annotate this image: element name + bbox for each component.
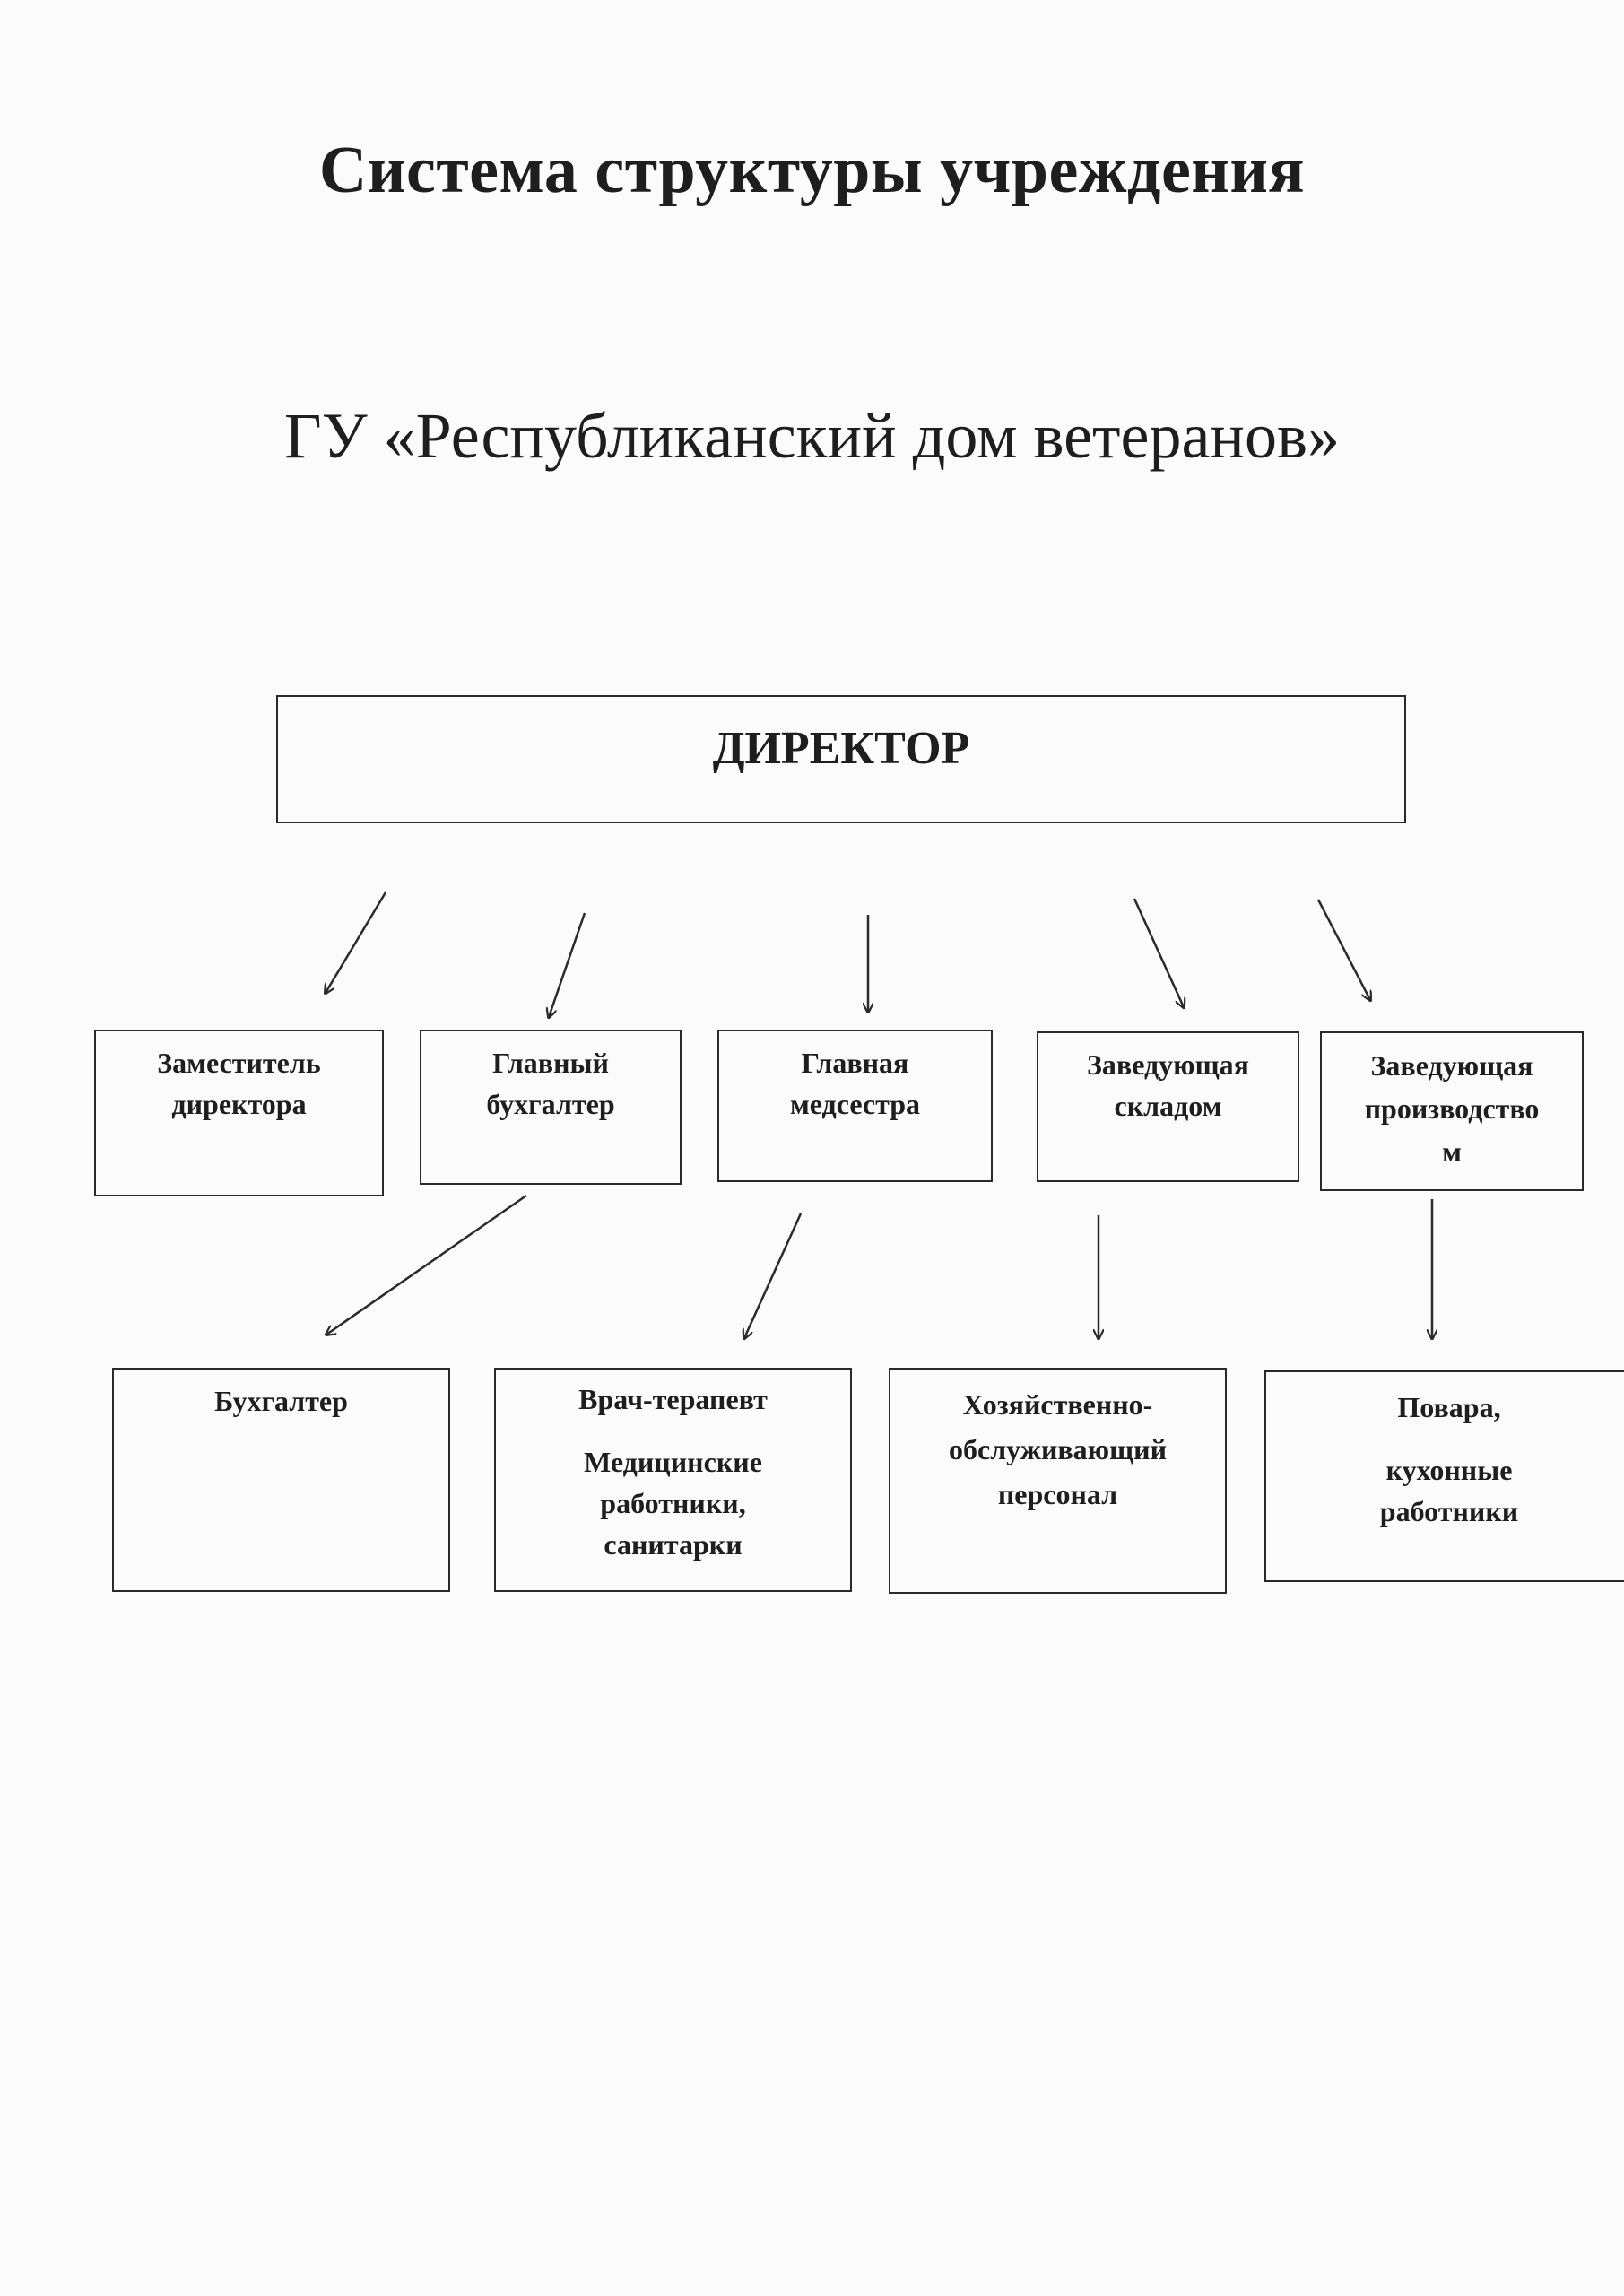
box-text-line: работники (1379, 1495, 1519, 1527)
box-text-line: м (1442, 1135, 1462, 1168)
organization-name: ГУ «Республиканский дом ветеранов» (284, 400, 1340, 472)
accountant-box: Бухгалтер (112, 1368, 450, 1592)
household-staff-box: Хозяйственно- обслуживающий персонал (889, 1368, 1227, 1594)
box-text-line: бухгалтер (486, 1088, 615, 1120)
box-text-line: Повара, (1397, 1391, 1501, 1423)
box-text-line: складом (1114, 1090, 1222, 1122)
box-text-line: санитарки (604, 1528, 743, 1561)
box-text-line: Хозяйственно- (962, 1388, 1153, 1421)
box-text-line: кухонные (1385, 1454, 1513, 1486)
warehouse-head-box: Заведующая складом (1037, 1031, 1299, 1182)
director-label: ДИРЕКТОР (712, 723, 970, 774)
chief-accountant-box: Главный бухгалтер (420, 1030, 682, 1185)
box-text-line: директора (171, 1088, 307, 1120)
box-text-line: Бухгалтер (214, 1385, 348, 1417)
box-text-line: производство (1364, 1092, 1540, 1125)
deputy-director-box: Заместитель директора (94, 1030, 384, 1196)
arrow-head-nurse-to-doctor (744, 1213, 803, 1338)
arrow-director-to-chief-accountant (549, 912, 586, 1017)
box-text-line: Врач-терапевт (578, 1383, 768, 1415)
head-nurse-box: Главная медсестра (717, 1030, 993, 1182)
document-title: Система структуры учреждения (318, 134, 1306, 207)
box-text-line: Заведующая (1087, 1048, 1249, 1081)
box-text-line: Главная (801, 1047, 909, 1079)
box-text-line: персонал (997, 1478, 1118, 1510)
box-text-line: Главный (492, 1047, 609, 1079)
arrow-director-to-deputy (326, 891, 387, 993)
box-text-line: Медицинские (584, 1446, 762, 1478)
box-text-line: обслуживающий (949, 1433, 1167, 1465)
arrow-director-to-production-head (1316, 899, 1370, 1000)
production-head-box: Заведующая производство м (1320, 1031, 1584, 1191)
doctor-box: Врач-терапевт Медицинские работники, сан… (494, 1368, 852, 1592)
arrow-chief-accountant-to-accountant (326, 1194, 527, 1335)
box-text-line: Заместитель (157, 1047, 321, 1079)
box-text-line: Заведующая (1370, 1049, 1533, 1082)
director-box: ДИРЕКТОР (276, 695, 1406, 823)
box-text-line: работники, (600, 1487, 746, 1519)
cooks-box: Повара, кухонные работники (1264, 1370, 1624, 1582)
box-text-line: медсестра (789, 1088, 921, 1120)
arrow-director-to-warehouse-head (1133, 898, 1184, 1007)
